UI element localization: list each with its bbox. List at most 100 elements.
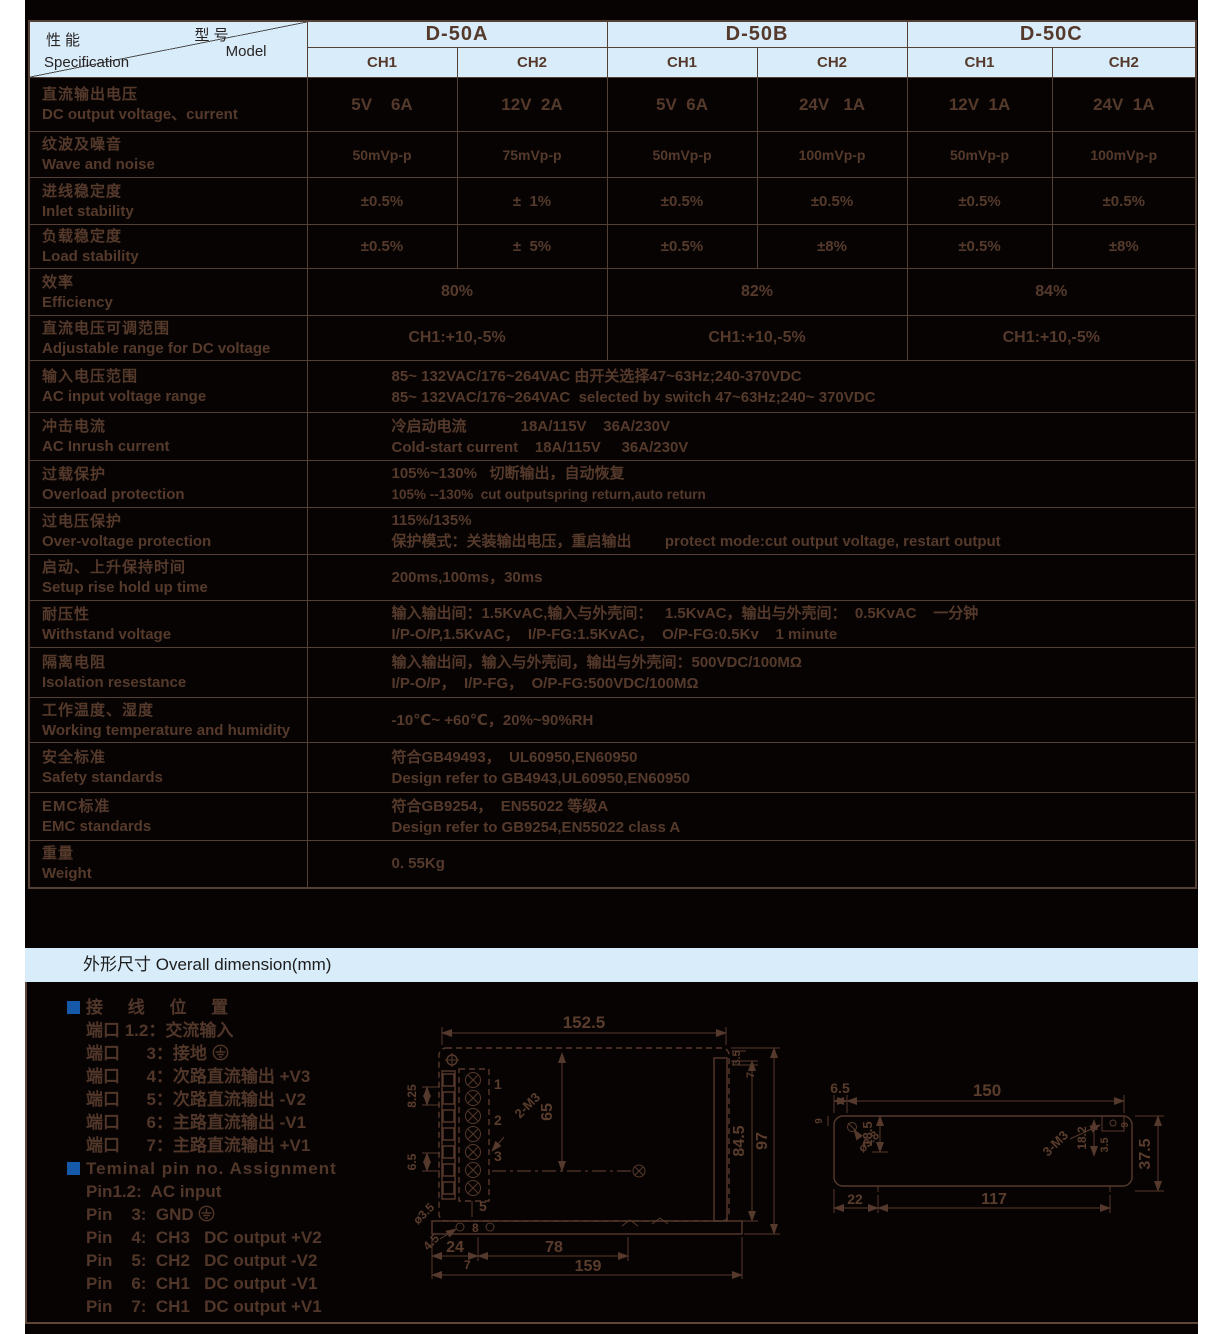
svg-text:37.5: 37.5 [1137,1138,1154,1169]
row-label-en: Adjustable range for DC voltage [42,339,271,357]
svg-text:ø3.5: ø3.5 [410,1200,437,1227]
specification-table: 型号 Model 性能 Specification D-50A D-50B D-… [28,20,1198,889]
model-header-row: 型号 Model 性能 Specification D-50A D-50B D-… [28,20,1197,78]
spec-value-cell: 75mVp-p [456,131,608,178]
channel-header: CH1 [306,47,458,78]
spec-text-line: 200ms,100ms，30ms [391,569,543,586]
spec-value-cell: CH1:+10,-5% [606,315,908,361]
row-label-en: Working temperature and humidity [42,721,291,739]
row-label-en: Wave and noise [42,156,155,173]
row-label-zh: 进线稳定度 [42,182,123,200]
row-label-zh: 工作温度、湿度 [42,701,155,719]
pin-item: Pin 6: CH1 DC output -V1 [86,1274,318,1293]
svg-text:18.2: 18.2 [1075,1126,1089,1150]
spec-value-cell: 82% [606,268,908,316]
spec-text-line: 冷启动电流 18A/115V 36A/230V [391,417,670,435]
spec-text-line: 0. 55Kg [391,855,445,873]
spec-value-cell: 24V 1A [756,77,908,132]
spec-value-cell: 100mVp-p [1051,131,1197,178]
spec-text-line: 输入输出间，输入与外壳间，输出与外壳间：500VDC/100MΩ [391,653,802,671]
spec-text-line: 115%/135% [391,512,472,529]
spec-value-cell: 12V 1A [906,77,1053,132]
earth-ground-icon [212,1044,229,1061]
terminal-pin-list: 接 线 位 置 端口 1.2：交流输入 端口 3：接地 端口 4：次路直流输出 … [67,996,337,1318]
earth-ground-icon [199,1205,215,1222]
row-label-zh: 安全标准 [42,749,107,766]
svg-text:3-M3: 3-M3 [1040,1128,1072,1160]
row-label-en: Load stability [42,248,139,265]
row-label-en: Isolation resestance [42,674,187,691]
channel-header-row: CH1 CH2 CH1 CH2 CH1 CH2 [29,47,1197,78]
svg-text:24: 24 [446,1239,464,1256]
row-label-zh: 重量 [42,845,75,863]
channel-header: CH1 [606,47,758,78]
corner-cell: 型号 Model 性能 Specification [28,20,308,78]
svg-text:8: 8 [472,1221,479,1235]
row-label-zh: EMC标准 [42,798,111,815]
pin-list-title-en: Teminal pin no. Assignment [86,1159,337,1178]
pin-item: 端口 6：主路直流输出 -V1 [86,1113,307,1132]
pin-item: 端口 7：主路直流输出 +V1 [86,1136,311,1155]
pin-item: Pin 4: CH3 DC output +V2 [86,1228,322,1247]
spec-text-line: I/P-O/P， I/P-FG， O/P-FG:500VDC/100MΩ [391,674,699,692]
spec-text-line: 85~ 132VAC/176~264VAC selected by switch… [391,388,876,406]
spec-value-cell: 24V 1A [1051,77,1197,132]
spec-text-line: 105%~130% 切断输出，自动恢复 [391,465,625,482]
pin-item: Pin 3: GND [86,1205,199,1224]
row-label-zh: 启动、上升保持时间 [42,559,187,576]
blue-square-bullet [67,1001,80,1014]
spec-value-cell: ±0.5% [906,224,1053,269]
svg-text:9: 9 [1120,1122,1131,1128]
row-label-en: Efficiency [42,293,113,311]
side-view: 6.5 150 9 ø3.8 18.5 [814,1080,1164,1213]
pin-item: 端口 1.2：交流输入 [86,1021,234,1040]
svg-text:78: 78 [545,1239,563,1256]
pin-item: Pin 5: CH2 DC output -V2 [86,1251,318,1270]
row-label-en: Safety standards [42,769,163,786]
svg-text:9: 9 [814,1118,825,1124]
spec-text-line: 输入输出间：1.5KvAC,输入与外壳间： 1.5KvAC，输出与外壳间： 0.… [391,605,979,622]
svg-text:3: 3 [494,1148,502,1164]
spec-text-line: -10℃~ +60℃，20%~90%RH [391,711,594,729]
pin-item: Pin1.2: AC input [86,1182,222,1201]
spec-value-cell: 5V 6A [306,77,458,132]
corner-model-en: Model [225,43,267,60]
svg-text:7: 7 [464,1258,471,1272]
spec-value-cell: ±0.5% [1051,177,1197,225]
row-label-en: EMC standards [42,818,152,835]
channel-header: CH2 [1051,47,1197,78]
row-label-zh: 效率 [42,273,75,291]
row-label-en: AC input voltage range [42,388,207,405]
svg-text:7: 7 [745,1072,757,1078]
spec-text-line: 符合GB9254， EN55022 等级A [391,797,609,815]
svg-text:84.5: 84.5 [731,1125,748,1156]
svg-text:5: 5 [479,1198,487,1214]
front-view: 1 2 3 152.5 65 2-M3 [405,1013,780,1279]
spec-value-cell: ±8% [1051,224,1197,269]
corner-model-zh: 型号 [194,27,233,44]
channel-header: CH2 [756,47,908,78]
row-label-en: DC output voltage、current [42,106,238,123]
svg-text:150: 150 [973,1081,1001,1100]
svg-text:65: 65 [539,1103,556,1121]
corner-spec-en: Specification [44,54,130,71]
corner-spec-zh: 性能 [46,32,85,49]
spec-value-cell: 12V 2A [456,77,608,132]
row-label-zh: 直流输出电压 [42,86,139,103]
svg-text:159: 159 [575,1258,602,1275]
spec-value-cell: ±0.5% [606,177,758,225]
spec-value-cell: ±0.5% [606,224,758,269]
svg-text:6.5: 6.5 [405,1153,419,1170]
